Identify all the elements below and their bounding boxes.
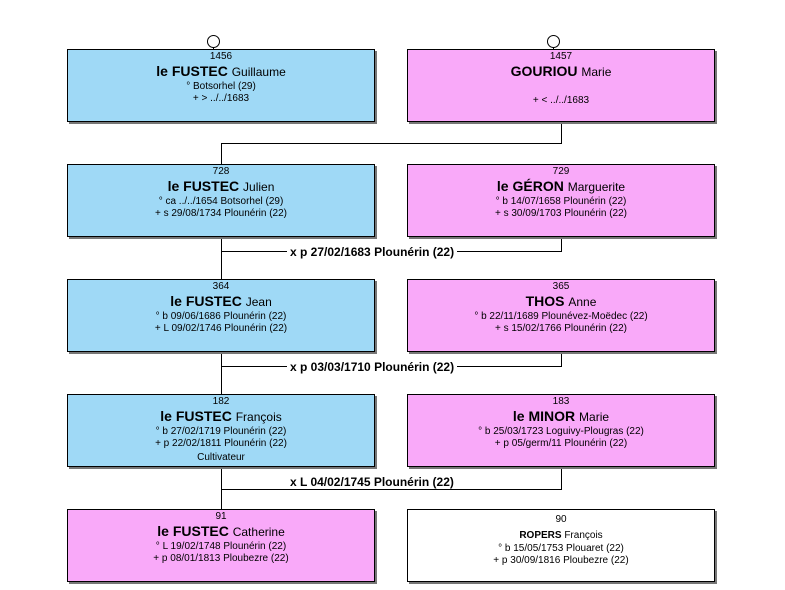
- death-info: + > ../../1683: [192, 93, 250, 104]
- surname: GOURIOU: [510, 63, 578, 79]
- death-info: + s 15/02/1766 Plounérin (22): [494, 323, 628, 334]
- connector: [221, 237, 222, 279]
- person-name: le MINOR Marie: [408, 408, 714, 426]
- marriage-label: x L 04/02/1745 Plounérin (22): [287, 475, 457, 489]
- person-name: le FUSTEC Catherine: [68, 523, 374, 541]
- given-name: Catherine: [232, 525, 285, 539]
- birth-info: ° b 25/03/1723 Loguivy-Plougras (22): [478, 426, 644, 437]
- sosa-number: 91: [215, 511, 227, 522]
- person-box-90[interactable]: 90 ROPERS François ° b 15/05/1753 Plouar…: [407, 509, 715, 582]
- person-name: le FUSTEC Julien: [68, 178, 374, 196]
- person-box-728[interactable]: 728 le FUSTEC Julien ° ca ../../1654 Bot…: [67, 164, 375, 237]
- death-info: + p 22/02/1811 Plounérin (22): [155, 438, 287, 449]
- given-name: François: [235, 410, 282, 424]
- given-name: Marie: [581, 65, 612, 79]
- given-name: Marguerite: [567, 180, 626, 194]
- sosa-number: 728: [212, 166, 230, 177]
- given-name: Julien: [243, 180, 275, 194]
- sosa-number: 182: [212, 396, 230, 407]
- surname: le FUSTEC: [167, 178, 240, 194]
- connector: [561, 237, 562, 251]
- marriage-label: x p 27/02/1683 Plounérin (22): [287, 245, 458, 259]
- birth-info: ° L 19/02/1748 Plounérin (22): [155, 541, 287, 552]
- death-info: + s 30/09/1703 Plounérin (22): [494, 208, 628, 219]
- death-info: + p 08/01/1813 Ploubezre (22): [153, 553, 289, 564]
- given-name: Marie: [579, 410, 610, 424]
- connector: [221, 489, 562, 490]
- death-info: + p 05/germ/11 Plounérin (22): [494, 438, 628, 449]
- person-box-91[interactable]: 91 le FUSTEC Catherine ° L 19/02/1748 Pl…: [67, 509, 375, 582]
- person-box-729[interactable]: 729 le GÉRON Marguerite ° b 14/07/1658 P…: [407, 164, 715, 237]
- surname: le FUSTEC: [157, 523, 229, 539]
- birth-info: ° b 15/05/1753 Plouaret (22): [498, 543, 624, 554]
- connector: [213, 47, 214, 50]
- person-name: le FUSTEC Jean: [68, 293, 374, 311]
- person-name: le FUSTEC François: [68, 408, 374, 426]
- given-name: Jean: [245, 295, 272, 309]
- person-box-1456[interactable]: 1456 le FUSTEC Guillaume ° Botsorhel (29…: [67, 49, 375, 122]
- person-name: GOURIOU Marie: [408, 63, 714, 81]
- person-name: THOS Anne: [408, 293, 714, 311]
- surname: THOS: [525, 293, 565, 309]
- sosa-number: 729: [552, 166, 570, 177]
- death-info: + p 30/09/1816 Ploubezre (22): [493, 555, 629, 566]
- surname: le FUSTEC: [170, 293, 242, 309]
- death-info: + s 29/08/1734 Plounérin (22): [154, 208, 288, 219]
- given-name: François: [564, 530, 603, 541]
- birth-info: ° ca ../../1654 Botsorhel (29): [158, 196, 284, 207]
- sosa-number: 183: [552, 396, 570, 407]
- connector: [553, 47, 554, 50]
- person-box-182[interactable]: 182 le FUSTEC François ° b 27/02/1719 Pl…: [67, 394, 375, 467]
- sosa-number: 1456: [209, 51, 233, 62]
- birth-info: ° Botsorhel (29): [186, 81, 256, 92]
- given-name: Guillaume: [231, 65, 286, 79]
- sosa-number: 364: [212, 281, 230, 292]
- occupation: Cultivateur: [197, 452, 245, 463]
- birth-info: [408, 81, 714, 93]
- birth-info: ° b 09/06/1686 Plounérin (22): [155, 311, 287, 322]
- connector: [221, 352, 222, 394]
- connector: [221, 143, 222, 164]
- connector: [561, 122, 562, 144]
- sosa-number: 1457: [549, 51, 573, 62]
- person-box-365[interactable]: 365 THOS Anne ° b 22/11/1689 Plounévez-M…: [407, 279, 715, 352]
- surname: le MINOR: [512, 408, 576, 424]
- surname: le GÉRON: [496, 178, 564, 194]
- death-info: + < ../../1683: [532, 95, 590, 106]
- connector: [221, 143, 562, 144]
- birth-info: ° b 22/11/1689 Plounévez-Moëdec (22): [474, 311, 648, 322]
- person-name: ROPERS François: [408, 529, 714, 543]
- sosa-number: 365: [552, 281, 570, 292]
- connector: [561, 352, 562, 366]
- person-box-1457[interactable]: 1457 GOURIOU Marie + < ../../1683: [407, 49, 715, 122]
- surname: ROPERS: [519, 530, 562, 541]
- surname: le FUSTEC: [160, 408, 232, 424]
- birth-info: ° b 14/07/1658 Plounérin (22): [495, 196, 627, 207]
- person-box-183[interactable]: 183 le MINOR Marie ° b 25/03/1723 Loguiv…: [407, 394, 715, 467]
- person-name: le FUSTEC Guillaume: [68, 63, 374, 81]
- marriage-label: x p 03/03/1710 Plounérin (22): [287, 360, 458, 374]
- connector: [221, 467, 222, 509]
- person-box-364[interactable]: 364 le FUSTEC Jean ° b 09/06/1686 Plouné…: [67, 279, 375, 352]
- connector: [561, 467, 562, 489]
- birth-info: ° b 27/02/1719 Plounérin (22): [155, 426, 287, 437]
- person-name: le GÉRON Marguerite: [408, 178, 714, 196]
- surname: le FUSTEC: [156, 63, 228, 79]
- death-info: + L 09/02/1746 Plounérin (22): [154, 323, 288, 334]
- sosa-number: 90: [555, 514, 567, 525]
- given-name: Anne: [568, 295, 597, 309]
